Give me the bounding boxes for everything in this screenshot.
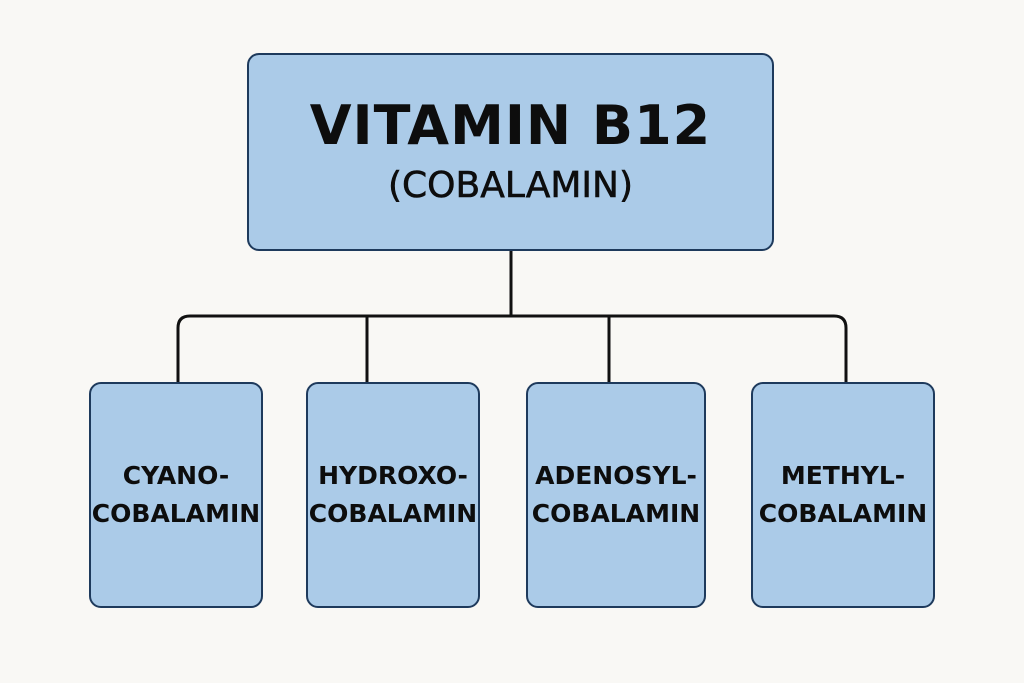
child-label-line2: COBALAMIN (758, 499, 928, 528)
child-label-line1: ADENOSYL- (535, 461, 697, 490)
child-label-line1: HYDROXO- (318, 461, 468, 490)
child-label-line1: CYANO- (122, 461, 230, 490)
connector-bar (176, 314, 848, 382)
child-label-line2: COBALAMIN (531, 499, 701, 528)
child-node-adenosylcobalamin: ADENOSYL- COBALAMIN (526, 382, 706, 608)
child-node-cyanocobalamin: CYANO- COBALAMIN (89, 382, 263, 608)
root-title: VITAMIN B12 (309, 94, 712, 157)
child-node-hydroxocobalamin: HYDROXO- COBALAMIN (306, 382, 480, 608)
root-node-vitamin-b12: VITAMIN B12 (COBALAMIN) (247, 53, 774, 251)
child-label-line2: COBALAMIN (308, 499, 478, 528)
child-label-line1: METHYL- (780, 461, 906, 490)
root-subtitle: (COBALAMIN) (387, 165, 634, 207)
child-node-methylcobalamin: METHYL- COBALAMIN (751, 382, 935, 608)
child-label-line2: COBALAMIN (91, 499, 261, 528)
